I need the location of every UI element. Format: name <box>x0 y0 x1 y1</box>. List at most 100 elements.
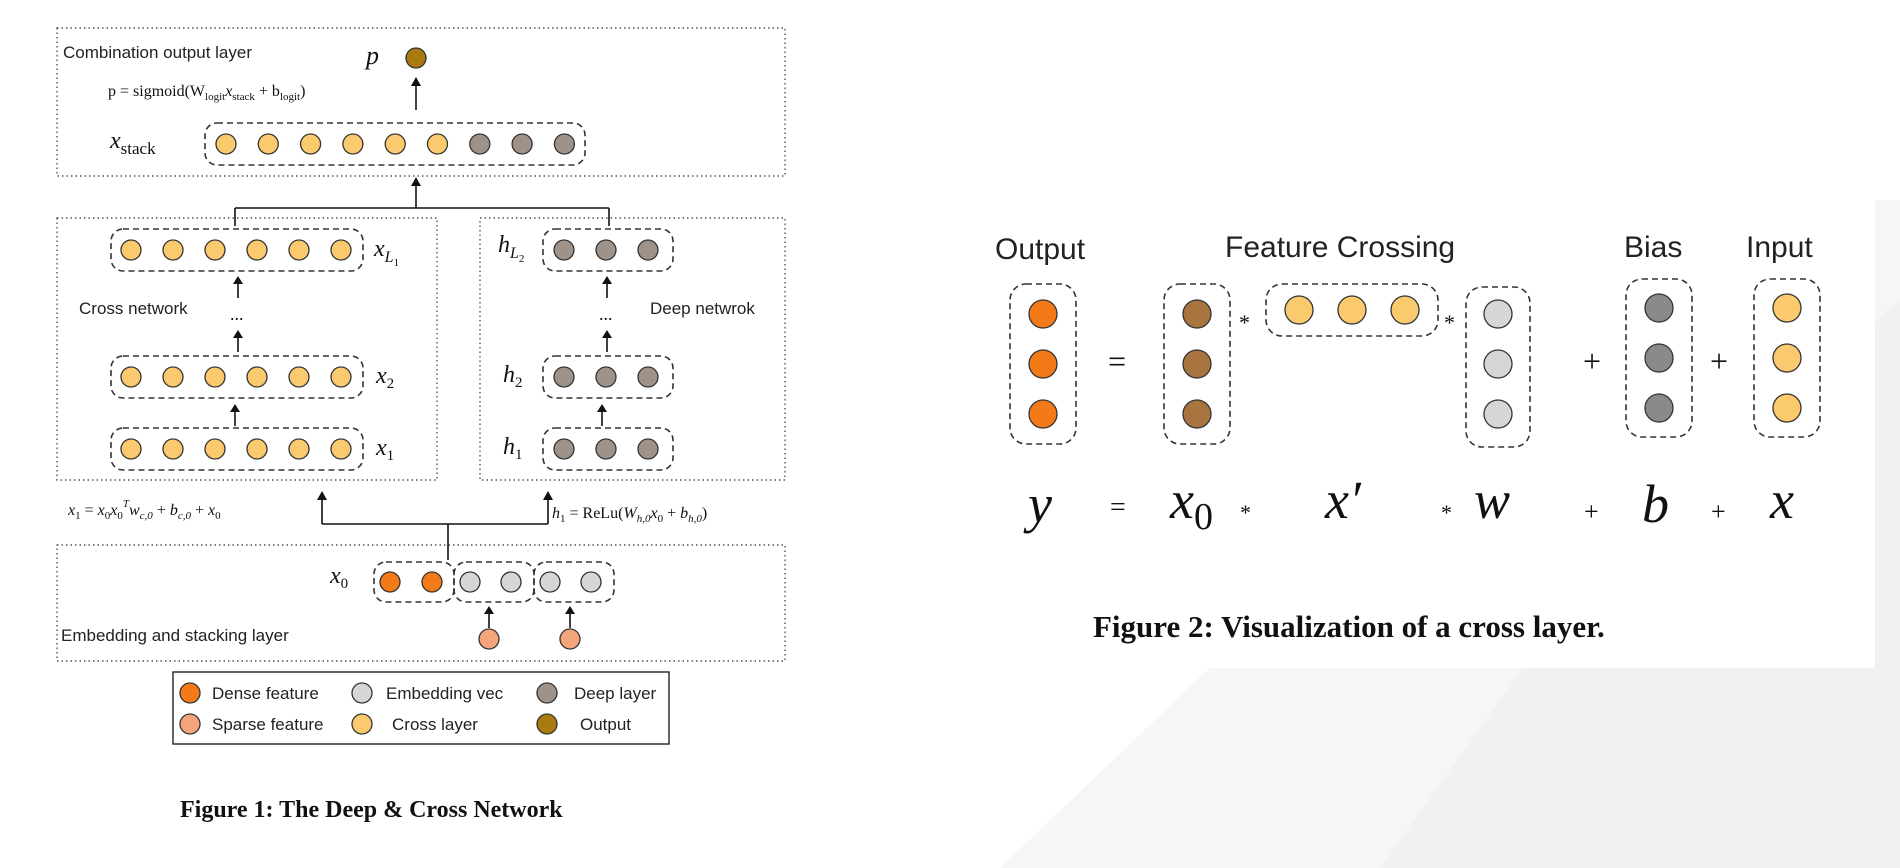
cross-node <box>162 239 184 261</box>
dense-feature-node <box>421 571 443 593</box>
cross-node <box>120 239 142 261</box>
cross-node <box>330 366 352 388</box>
legend-label: Dense feature <box>212 684 319 703</box>
cross-node <box>162 438 184 460</box>
embedding-stacking-label: Embedding and stacking layer <box>61 626 289 645</box>
legend-label: Output <box>580 715 631 734</box>
w-node <box>1483 349 1513 379</box>
embedding-vec-node <box>580 571 602 593</box>
cross-layer-nodes <box>120 239 352 460</box>
sparse-feature-node <box>559 628 581 650</box>
embedding-vec-node <box>539 571 561 593</box>
deep-node <box>469 133 491 155</box>
equals-sign: = <box>1108 343 1126 379</box>
bias-node <box>1644 343 1674 373</box>
legend-label: Deep layer <box>574 684 657 703</box>
eq-plus: + <box>1584 497 1599 526</box>
eq-w: w <box>1474 470 1510 530</box>
cross-ellipsis: ... <box>230 304 244 324</box>
cross-node <box>288 239 310 261</box>
output-label: Output <box>995 233 1086 266</box>
combination-output-layer-label: Combination output layer <box>63 43 252 62</box>
eq-x-prime: x′ <box>1324 470 1362 530</box>
eq-y: y <box>1023 474 1052 534</box>
legend-swatch <box>536 713 558 735</box>
w-node <box>1483 299 1513 329</box>
cross-equation: x1 = x0x0Twc,0 + bc,0 + x0 <box>67 498 221 522</box>
embedding-vec-node <box>459 571 481 593</box>
deep-node <box>637 366 659 388</box>
figure-1-caption: Figure 1: The Deep & Cross Network <box>180 797 563 823</box>
legend-swatch <box>179 682 201 704</box>
input-label: Input <box>1746 231 1813 264</box>
cross-layer-L1-label: xL1 <box>373 236 399 269</box>
output-node <box>1028 399 1058 429</box>
cross-node <box>299 133 322 155</box>
embedding-vec-2 <box>533 561 615 603</box>
x0-nodes <box>379 571 602 593</box>
cross-node <box>288 366 310 388</box>
deep-layer-nodes <box>553 239 659 460</box>
deep-node <box>637 438 659 460</box>
eq-b: b <box>1642 474 1669 534</box>
cross-node <box>120 366 142 388</box>
cross-node <box>204 438 226 460</box>
figure-2-caption: Figure 2: Visualization of a cross layer… <box>1093 609 1605 644</box>
deep-node <box>553 366 575 388</box>
deep-ellipsis: ... <box>599 304 613 324</box>
x0-node <box>1182 299 1212 329</box>
figure-2-nodes <box>1028 293 1802 429</box>
deep-node <box>595 438 617 460</box>
cross-node <box>246 239 268 261</box>
x0-node <box>1182 399 1212 429</box>
deep-network-label: Deep netwrok <box>650 299 755 318</box>
deep-node <box>553 133 576 155</box>
output-node <box>1028 299 1058 329</box>
input-vector <box>1753 278 1821 438</box>
figure-2-panel <box>975 200 1875 668</box>
deep-layer-2-label: h2 <box>503 362 523 391</box>
eq-equals: = <box>1110 492 1126 523</box>
deep-layer-L2-vector <box>542 228 674 272</box>
eq-x: x <box>1769 470 1794 530</box>
w-node <box>1483 399 1513 429</box>
bias-node <box>1644 393 1674 423</box>
deep-layer-1-vector <box>542 427 674 471</box>
input-node <box>1772 293 1802 323</box>
cross-node <box>246 438 268 460</box>
x-prime-node <box>1337 295 1367 325</box>
deep-equation: h1 = ReLu(Wh,0x0 + bh,0) <box>552 505 707 525</box>
feature-crossing-label: Feature Crossing <box>1225 231 1455 264</box>
cross-node <box>288 438 310 460</box>
cross-node <box>246 366 268 388</box>
legend-swatch <box>536 682 558 704</box>
legend-label: Sparse feature <box>212 715 324 734</box>
cross-node <box>162 366 184 388</box>
plus-sign: + <box>1583 343 1601 379</box>
eq-x0: x0 <box>1169 470 1213 538</box>
legend-swatch <box>179 713 201 735</box>
x0-label: x0 <box>329 563 348 592</box>
dense-feature-node <box>379 571 401 593</box>
deep-layer-1-label: h1 <box>503 434 523 463</box>
times-sign: * <box>1444 310 1455 335</box>
w-vector <box>1465 286 1531 448</box>
embedding-vec-node <box>500 571 522 593</box>
deep-node <box>637 239 659 261</box>
x0-node <box>1182 349 1212 379</box>
bias-label: Bias <box>1624 231 1682 264</box>
cross-node <box>384 133 406 155</box>
input-node <box>1772 393 1802 423</box>
bias-node <box>1644 293 1674 323</box>
eq-plus: + <box>1711 497 1726 526</box>
cross-node <box>342 133 364 155</box>
deep-layer-2-vector <box>542 355 674 399</box>
cross-network-box <box>56 217 438 481</box>
cross-layer-L1-vector <box>110 228 364 272</box>
plus-sign: + <box>1710 343 1728 379</box>
legend-label: Cross layer <box>392 715 478 734</box>
cross-node <box>330 438 352 460</box>
p-equation: p = sigmoid(Wlogitxstack + blogit) <box>108 83 305 103</box>
